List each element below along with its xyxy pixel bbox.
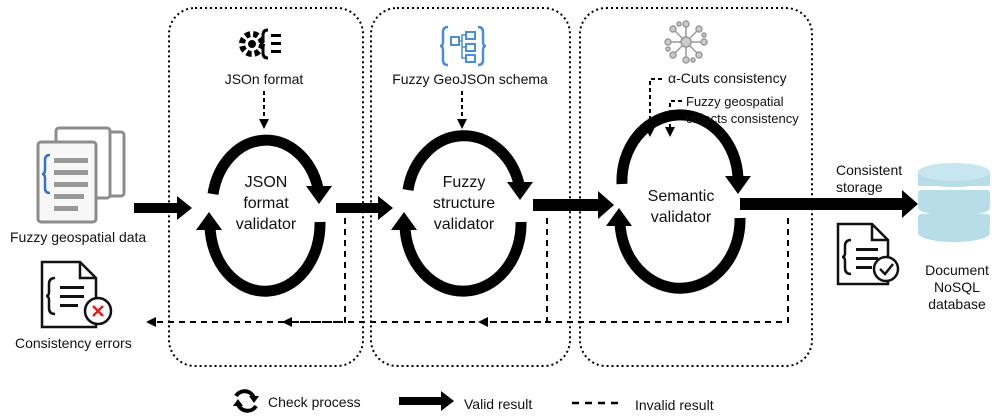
legend-check-icon [233,389,259,413]
legend-check-label: Check process [268,394,361,410]
consistent-storage-label: Consistent storage [836,162,903,195]
database-icon [918,163,990,242]
schema-tree-icon [439,25,487,67]
fuzzy-structure-validator-label: Fuzzy structure validator [432,174,496,233]
checked-document-icon [836,222,900,286]
json-format-validator-label: JSON format validator [235,174,297,233]
check-cycle-structure [391,130,533,297]
valid-arrow-input [134,196,192,220]
stage2-input-label: Fuzzy GeoJSOn schema [392,71,548,87]
fuzzy-network-icon [664,20,708,64]
valid-arrow-stage1 [336,196,393,220]
gear-brackets-icon [239,28,281,60]
stage1-input-label: JSOn format [224,71,304,87]
error-document-icon [40,260,113,329]
stage3-input-label-objects-1: Fuzzy geospatial [686,94,784,109]
legend-valid-arrow [399,391,454,411]
stage3-input-label-objects-2: objects consistency [686,111,799,126]
input-label: Fuzzy geospatial data [10,229,147,245]
invalid-result-paths [146,218,789,327]
legend-valid-label: Valid result [464,396,533,412]
stage-box-semantic [579,7,813,367]
legend-invalid-label: Invalid result [635,397,714,413]
valid-arrow-output [740,190,918,218]
document-stack-icon [36,126,126,224]
valid-arrow-stage2 [533,191,614,219]
valid-result-arrows [134,190,918,220]
stage3-input-label-cuts: α-Cuts consistency [668,70,787,86]
check-cycle-json [196,134,332,297]
database-label: Document NoSQL database [925,262,989,312]
stage-box-fuzzy-structure [370,7,571,367]
stage-box-json-format [168,7,364,367]
errors-label: Consistency errors [15,335,132,351]
invalid-path-stage1 [146,218,346,327]
stage-input-arrows [259,78,682,137]
semantic-validator-label: Semantic validator [647,188,715,226]
invalid-path-stage3 [478,218,789,327]
check-cycle-semantic [606,109,751,294]
